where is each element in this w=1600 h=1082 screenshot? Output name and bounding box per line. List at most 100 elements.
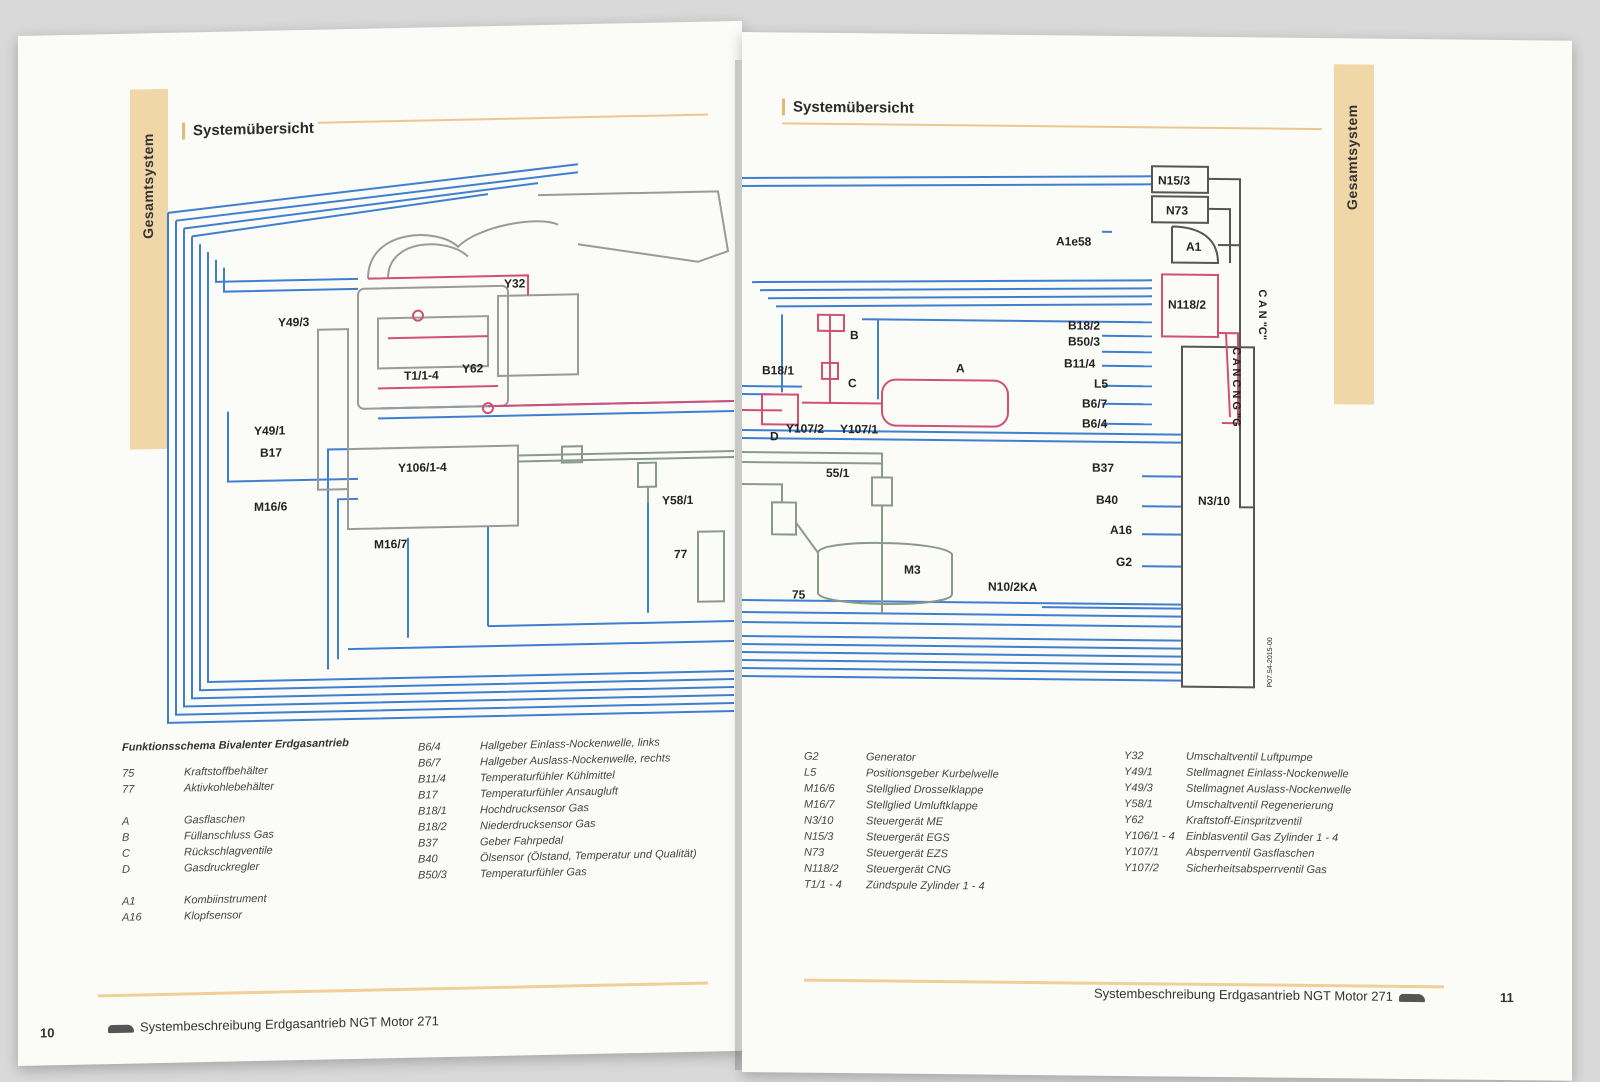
legend-desc: Klopfsensor — [184, 909, 243, 923]
label-can-cng: C A N C N G "G — [1230, 347, 1242, 427]
legend-code: L5 — [804, 766, 817, 779]
legend-code: Y49/3 — [1124, 782, 1153, 795]
legend-code: Y58/1 — [1124, 798, 1153, 811]
legend-code: Y49/1 — [1124, 766, 1153, 779]
label-b18-1: B18/1 — [762, 363, 794, 377]
legend-code: C — [122, 847, 130, 860]
label-m16-7: M16/7 — [374, 537, 408, 552]
label-y49-3: Y49/3 — [278, 315, 310, 330]
label-b6-7: B6/7 — [1082, 397, 1108, 411]
legend-code: Y107/1 — [1124, 846, 1159, 859]
label-n10-2ka: N10/2KA — [988, 580, 1038, 595]
label-t1: T1/1-4 — [404, 368, 439, 383]
legend-code: 75 — [122, 767, 135, 780]
car-icon — [108, 1024, 134, 1033]
legend-row: T1/1 - 4 Zündspule Zylinder 1 - 4 — [804, 877, 1124, 896]
label-a16: A16 — [1110, 523, 1132, 537]
legend-code: Y32 — [1124, 750, 1144, 763]
legend-desc: Sicherheitsabsperrventil Gas — [1186, 862, 1327, 877]
legend-code: B37 — [418, 837, 438, 850]
legend-code: B6/7 — [418, 757, 441, 770]
label-b11-4: B11/4 — [1064, 356, 1096, 370]
legend-code: B6/4 — [418, 741, 441, 754]
legend-row: Y107/2 Sicherheitsabsperrventil Gas — [1124, 860, 1464, 880]
legend-code: B11/4 — [418, 773, 446, 786]
label-d: D — [770, 429, 779, 443]
label-n73: N73 — [1166, 203, 1188, 217]
label-b18-2: B18/2 — [1068, 318, 1100, 332]
footer-text-right: Systembeschreibung Erdgasantrieb NGT Mot… — [1094, 985, 1393, 1004]
legend-code: B18/1 — [418, 805, 447, 818]
label-n118-2: N118/2 — [1168, 297, 1206, 311]
legend-code: B50/3 — [418, 869, 447, 882]
legend-code: 77 — [122, 783, 135, 796]
footer-right: Systembeschreibung Erdgasantrieb NGT Mot… — [1094, 986, 1431, 1005]
label-b: B — [850, 328, 859, 342]
legend-left-a: Funktionsschema Bivalenter Erdgasantrieb… — [122, 736, 402, 926]
label-y32: Y32 — [504, 276, 526, 290]
wiring-diagram-right: N15/3 N73 A1e58 A1 N118/2 B18/2 B50/3 B1… — [742, 165, 1274, 689]
legend-code: A16 — [122, 911, 142, 924]
footer-left: Systembeschreibung Erdgasantrieb NGT Mot… — [102, 1013, 439, 1035]
legend-code: M16/6 — [804, 782, 835, 795]
legend-code: B40 — [418, 853, 438, 866]
right-page: Gesamtsystem Systemübersicht — [742, 32, 1572, 1081]
label-a1e58: A1e58 — [1056, 234, 1092, 248]
label-b50-3: B50/3 — [1068, 334, 1100, 348]
legend-code: A — [122, 815, 130, 828]
label-y107-1: Y107/1 — [840, 422, 878, 436]
label-g2: G2 — [1116, 555, 1132, 569]
legend-title: Funktionsschema Bivalenter Erdgasantrieb — [122, 737, 349, 754]
footer-text-left: Systembeschreibung Erdgasantrieb NGT Mot… — [140, 1013, 439, 1035]
legend-code — [122, 877, 184, 894]
legend-code: A1 — [122, 895, 136, 908]
legend-code: Y62 — [1124, 814, 1144, 827]
label-b17: B17 — [260, 445, 282, 459]
page-number-right: 11 — [1500, 989, 1514, 1006]
legend-code: B18/2 — [418, 821, 447, 834]
left-page: Gesamtsystem Systemübersicht — [18, 20, 742, 1067]
label-55-1: 55/1 — [826, 466, 850, 480]
label-a: A — [956, 361, 965, 375]
legend-code: T1/1 - 4 — [804, 878, 842, 892]
legend-code: B — [122, 831, 130, 844]
legend-code: D — [122, 863, 130, 876]
legend-code: M16/7 — [804, 798, 835, 811]
label-y49-1: Y49/1 — [254, 423, 286, 438]
label-l5: L5 — [1094, 377, 1108, 391]
wiring-diagram-left: Y32 Y49/3 T1/1-4 Y62 Y49/1 B17 Y106/1-4 … — [167, 163, 734, 724]
footer-rule-left — [98, 981, 708, 998]
label-c: C — [848, 376, 857, 390]
label-y107-2: Y107/2 — [786, 421, 824, 435]
page-number-left: 10 — [40, 1025, 55, 1041]
legend-code: B17 — [418, 789, 438, 802]
legend-code: G2 — [804, 750, 819, 763]
legend-desc: Zündspule Zylinder 1 - 4 — [866, 879, 985, 893]
legend-code: Y107/2 — [1124, 862, 1159, 875]
label-y62: Y62 — [462, 361, 484, 375]
drawing-code: P07.54-2015-00 — [1267, 637, 1274, 687]
legend-code: N118/2 — [804, 862, 839, 876]
label-m16-6: M16/6 — [254, 499, 288, 514]
label-can-c: C A N "C" — [1256, 289, 1268, 340]
label-y58-1: Y58/1 — [662, 493, 694, 508]
label-n15-3: N15/3 — [1158, 173, 1190, 187]
label-a1: A1 — [1186, 240, 1202, 254]
label-75: 75 — [792, 588, 806, 602]
label-n3-10: N3/10 — [1198, 494, 1230, 508]
legend-code — [122, 797, 184, 814]
car-icon — [1398, 993, 1425, 1002]
legend-code: N73 — [804, 846, 825, 859]
label-77: 77 — [674, 547, 688, 561]
label-b6-4: B6/4 — [1082, 417, 1108, 431]
label-m3: M3 — [904, 563, 921, 577]
legend-code: N15/3 — [804, 830, 834, 843]
legend-code: N3/10 — [804, 814, 834, 827]
legend-code: Y106/1 - 4 — [1124, 830, 1175, 843]
label-b40: B40 — [1096, 493, 1118, 507]
label-b37: B37 — [1092, 461, 1114, 475]
label-y106: Y106/1-4 — [398, 460, 447, 475]
